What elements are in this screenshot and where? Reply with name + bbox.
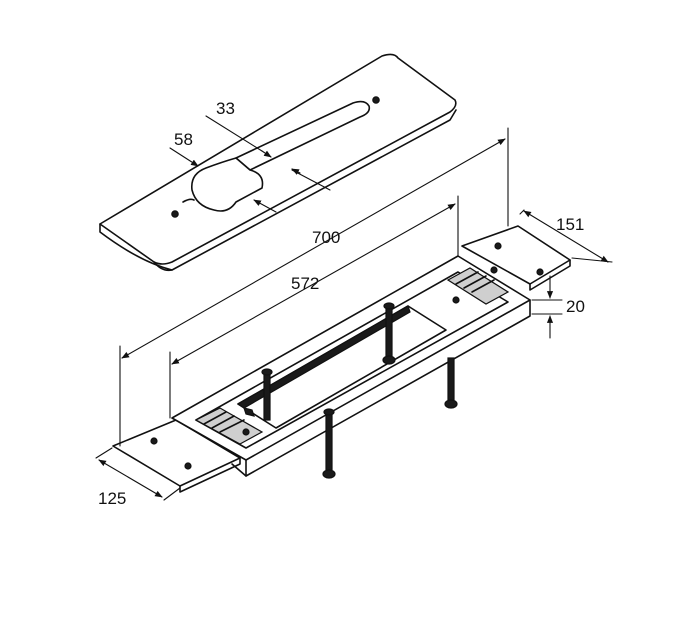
dim-125: 125 <box>95 447 181 508</box>
dim-58-label: 58 <box>174 130 193 149</box>
cover-hole-left <box>171 210 179 218</box>
bolt-1 <box>261 368 273 421</box>
cover-hole-right <box>372 96 380 104</box>
dim-572-label: 572 <box>291 274 319 293</box>
dim-572: 572 <box>169 195 459 419</box>
bolt-4 <box>322 408 336 479</box>
dim-20: 20 <box>531 275 585 339</box>
bolt-3 <box>444 357 458 409</box>
dim-151-label: 151 <box>556 215 584 234</box>
dim-33-label: 33 <box>216 99 235 118</box>
cover-plate <box>99 53 457 272</box>
dim-125-label: 125 <box>98 489 126 508</box>
dim-700-label: 700 <box>312 228 340 247</box>
dim-151: 151 <box>519 209 613 263</box>
dim-20-label: 20 <box>566 297 585 316</box>
